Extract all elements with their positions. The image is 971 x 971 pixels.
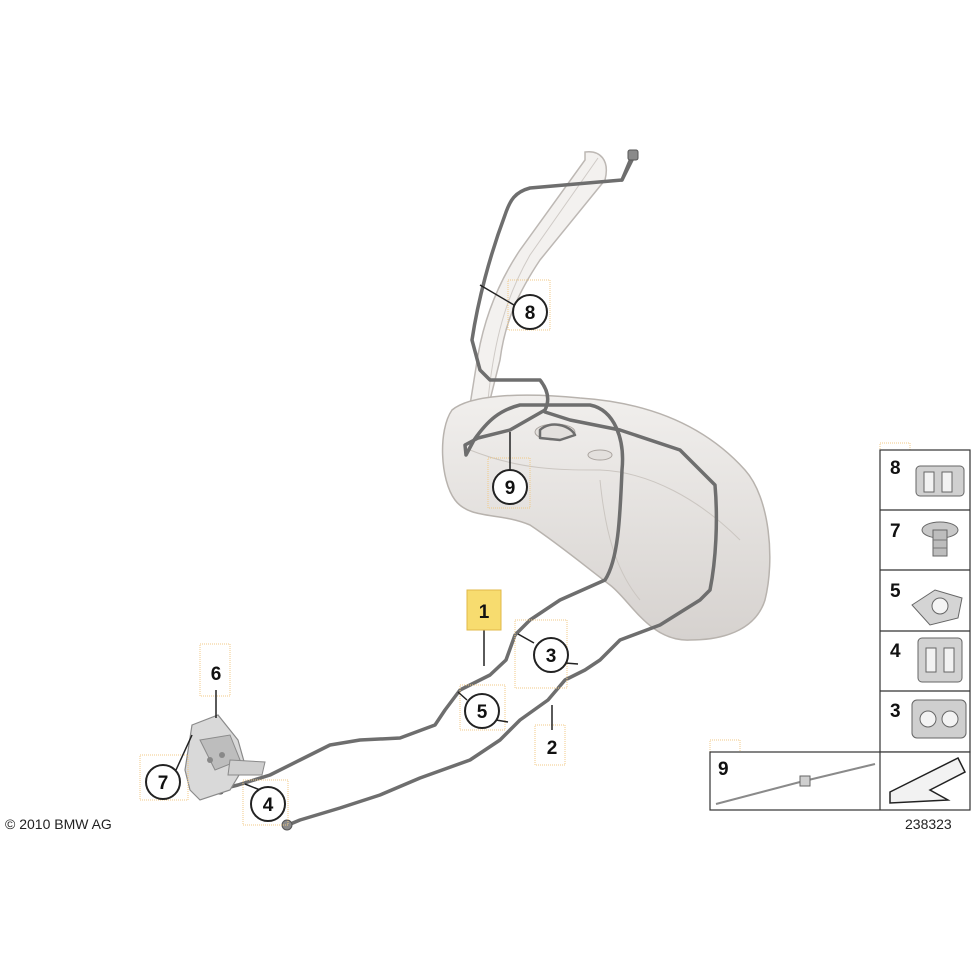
bolt-icon bbox=[921, 521, 959, 557]
hose-clip-icon bbox=[911, 589, 963, 626]
callout-2-label: 2 bbox=[547, 738, 558, 759]
callout-9-label: 9 bbox=[505, 478, 516, 499]
leader-lines bbox=[175, 284, 579, 791]
copyright-text: © 2010 BMW AG bbox=[5, 816, 112, 832]
callout-7-label: 7 bbox=[158, 773, 169, 794]
callout-4-label: 4 bbox=[263, 795, 274, 816]
callout-2[interactable]: 2 bbox=[547, 738, 558, 759]
image-number: 238323 bbox=[905, 816, 952, 832]
callout-1-label: 1 bbox=[479, 602, 490, 623]
legend-number: 5 bbox=[890, 581, 901, 602]
callout-8-label: 8 bbox=[525, 303, 536, 324]
legend-number: 7 bbox=[890, 521, 901, 542]
legend-number: 4 bbox=[890, 641, 901, 662]
callout-1[interactable]: 1 bbox=[466, 589, 502, 631]
clip-icon bbox=[915, 465, 965, 497]
callout-7[interactable]: 7 bbox=[145, 764, 181, 800]
callout-3-label: 3 bbox=[546, 646, 557, 667]
callout-8[interactable]: 8 bbox=[512, 294, 548, 330]
legend-row-4[interactable]: 4 bbox=[890, 637, 963, 683]
filler-neck bbox=[469, 151, 607, 407]
legend-row-7[interactable]: 7 bbox=[890, 521, 959, 557]
callout-5[interactable]: 5 bbox=[464, 693, 500, 729]
bracket bbox=[184, 714, 266, 801]
legend-number: 9 bbox=[718, 759, 729, 780]
legend-row-5[interactable]: 5 bbox=[890, 581, 963, 626]
callout-4[interactable]: 4 bbox=[250, 786, 286, 822]
callout-5-label: 5 bbox=[477, 702, 488, 723]
arrow-icon bbox=[889, 756, 967, 804]
legend-number: 3 bbox=[890, 701, 901, 722]
callout-9[interactable]: 9 bbox=[492, 469, 528, 505]
legend-number: 8 bbox=[890, 458, 901, 479]
legend-row-9[interactable]: 9 bbox=[715, 759, 876, 805]
legend-row-8[interactable]: 8 bbox=[890, 458, 965, 497]
line-holder-icon bbox=[917, 637, 963, 683]
cable-tie-icon bbox=[715, 763, 876, 805]
callout-6[interactable]: 6 bbox=[211, 664, 222, 685]
callout-3[interactable]: 3 bbox=[533, 637, 569, 673]
double-clip-icon bbox=[911, 699, 967, 739]
dotted-callout-frames bbox=[139, 279, 911, 826]
vent-line bbox=[216, 154, 719, 827]
parts-legend: 8 7 5 4 bbox=[709, 449, 971, 811]
callout-6-label: 6 bbox=[211, 664, 222, 685]
legend-row-3[interactable]: 3 bbox=[890, 699, 967, 739]
